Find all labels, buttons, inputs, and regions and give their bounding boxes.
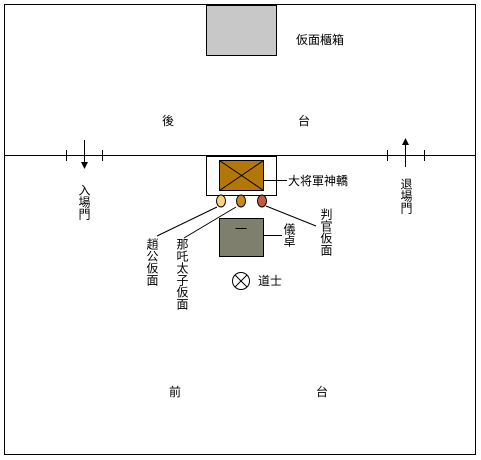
entrance-label: 入場門 xyxy=(77,184,91,220)
mask-judge xyxy=(257,194,267,208)
ritual-table-mark: 一 xyxy=(235,222,247,236)
mask-zhao-leader xyxy=(156,206,218,237)
priest-label: 道士 xyxy=(258,274,282,288)
box-x-icon xyxy=(219,160,264,191)
stage-border xyxy=(4,4,476,455)
ritual-table xyxy=(219,218,264,257)
mask-storage-box xyxy=(206,5,277,56)
mask-nezha-leader xyxy=(183,206,237,239)
mask-storage-label: 仮面櫃箱 xyxy=(296,32,344,47)
mask-judge-leader xyxy=(265,205,317,227)
ritual-table-label: 儀卓 xyxy=(282,223,296,247)
arrow-up-icon xyxy=(402,138,409,167)
circle-x-icon xyxy=(232,272,250,290)
exit-label: 退場門 xyxy=(399,178,413,214)
mask-zhao xyxy=(216,194,226,208)
mask-nezha-label: 那吒太子仮面 xyxy=(175,238,189,310)
arrow-down-icon xyxy=(81,140,88,169)
mask-judge-label: 判官仮面 xyxy=(319,208,333,256)
palanquin-label: 大将軍神轎 xyxy=(288,174,348,188)
mask-zhao-label: 趙公仮面 xyxy=(145,237,159,286)
front-stage-right-label: 台 xyxy=(316,384,328,399)
front-stage-left-label: 前 xyxy=(169,384,181,399)
back-stage-right-label: 台 xyxy=(298,113,310,128)
mask-nezha xyxy=(236,194,246,208)
back-stage-left-label: 後 xyxy=(162,114,174,128)
